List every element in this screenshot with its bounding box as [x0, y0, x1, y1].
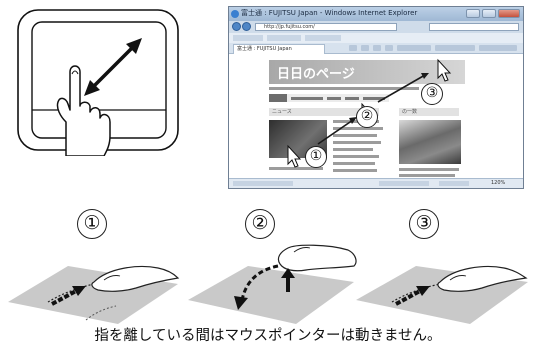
- news-link[interactable]: [333, 134, 377, 137]
- command-bar: [349, 45, 393, 51]
- search-input[interactable]: [429, 23, 519, 31]
- ie-logo-icon: [231, 10, 239, 18]
- step-marker-1: ①: [305, 146, 327, 168]
- favorites-button[interactable]: [233, 35, 263, 41]
- tools-menu[interactable]: [479, 45, 517, 51]
- side-text: [399, 168, 459, 171]
- news-link[interactable]: [333, 155, 379, 158]
- maximize-button[interactable]: [482, 9, 496, 18]
- gesture-slide-panel-3: [356, 265, 528, 324]
- step-marker-2: ②: [356, 106, 378, 128]
- tab-bar: 富士通 : FUJITSU Japan: [229, 43, 523, 54]
- site-menu: [269, 94, 389, 102]
- hero-banner: 日日のページ: [269, 60, 465, 84]
- safety-menu[interactable]: [435, 45, 475, 51]
- news-link[interactable]: [269, 167, 323, 170]
- tab-fujitsu[interactable]: 富士通 : FUJITSU Japan: [233, 44, 325, 54]
- caption-text: 指を離している間はマウスポインターは動きません。: [94, 328, 442, 344]
- side-heading-text: の一数: [402, 109, 418, 115]
- status-bar: 120%: [229, 178, 523, 188]
- news-heading-text: ニュース: [272, 109, 292, 115]
- side-heading: の一数: [399, 108, 459, 116]
- page-menu[interactable]: [397, 45, 431, 51]
- news-link[interactable]: [333, 169, 377, 172]
- news-heading: ニュース: [269, 108, 379, 116]
- favorites-link[interactable]: [305, 35, 341, 41]
- minimize-button[interactable]: [466, 9, 480, 18]
- close-button[interactable]: [498, 9, 520, 18]
- menu-item[interactable]: [327, 97, 341, 100]
- status-text: [233, 181, 293, 186]
- menu-item[interactable]: [363, 97, 385, 100]
- print-icon[interactable]: [385, 45, 393, 51]
- building-photo[interactable]: [399, 120, 461, 164]
- side-text: [399, 174, 455, 177]
- step-label-1: ①: [77, 209, 107, 239]
- menu-item[interactable]: [291, 97, 323, 100]
- window-controls: [466, 9, 520, 18]
- browser-window: 富士通 : FUJITSU Japan - Windows Internet E…: [228, 6, 524, 189]
- step-label-2: ②: [245, 209, 275, 239]
- menu-item[interactable]: [345, 97, 359, 100]
- mail-icon[interactable]: [373, 45, 381, 51]
- back-button[interactable]: [232, 22, 241, 31]
- news-link[interactable]: [333, 127, 383, 130]
- browser-title-bar: 富士通 : FUJITSU Japan - Windows Internet E…: [229, 7, 523, 21]
- greeting-line: [269, 87, 419, 90]
- menu-home[interactable]: [269, 94, 287, 102]
- gesture-slide-panel-1: [8, 265, 180, 324]
- step-marker-3: ③: [421, 83, 443, 105]
- gesture-lift-panel-2: [188, 244, 357, 324]
- forward-button[interactable]: [242, 22, 251, 31]
- news-link[interactable]: [333, 141, 381, 144]
- favorites-link[interactable]: [267, 35, 301, 41]
- status-zone: [379, 181, 429, 186]
- touchpad-illustration: [17, 9, 179, 156]
- home-icon[interactable]: [349, 45, 357, 51]
- address-input[interactable]: http://jp.fujitsu.com/: [255, 23, 397, 31]
- hero-title: 日日のページ: [277, 67, 355, 82]
- address-bar-row: http://jp.fujitsu.com/: [229, 21, 523, 33]
- browser-title: 富士通 : FUJITSU Japan - Windows Internet E…: [241, 9, 418, 17]
- favorites-bar: [229, 33, 523, 43]
- feeds-icon[interactable]: [361, 45, 369, 51]
- news-link[interactable]: [333, 148, 373, 151]
- news-link[interactable]: [333, 162, 375, 165]
- status-mode: [439, 181, 469, 186]
- step-label-3: ③: [409, 209, 439, 239]
- zoom-level[interactable]: 120%: [491, 180, 506, 186]
